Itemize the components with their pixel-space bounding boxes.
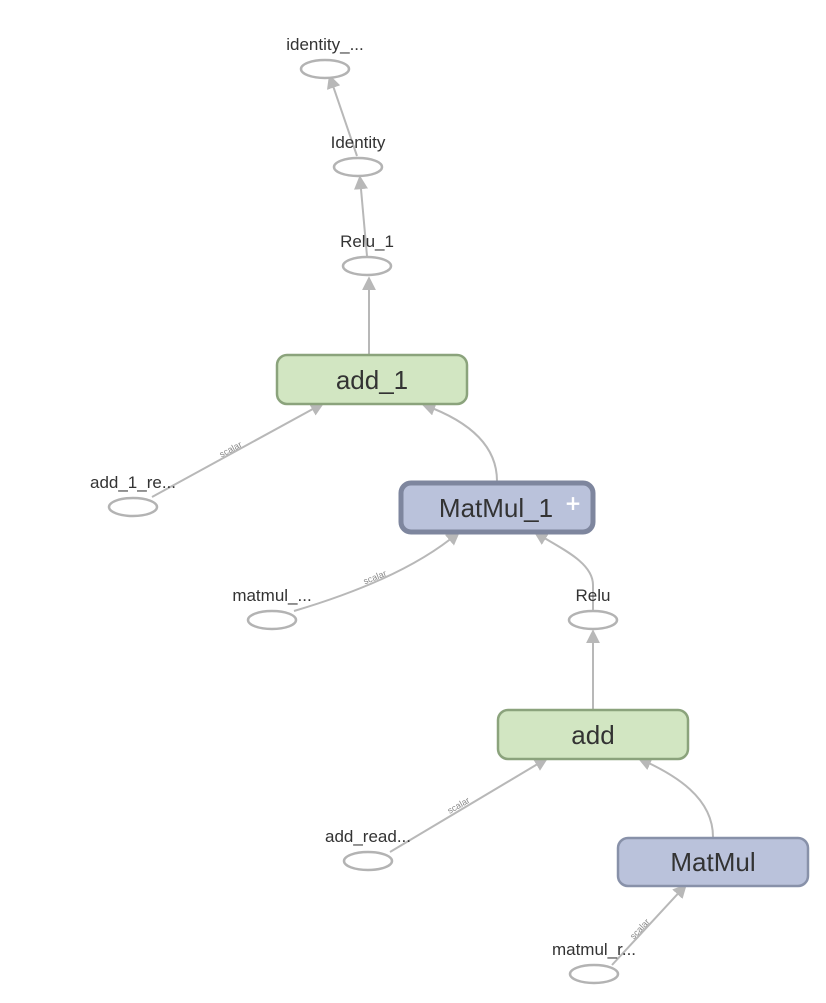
- node-label-matmul-1: MatMul_1: [439, 493, 553, 523]
- node-label-add-read: add_read...: [325, 827, 411, 846]
- node-matmul-r[interactable]: matmul_r...: [552, 940, 636, 985]
- node-add-1[interactable]: add_1: [275, 353, 469, 406]
- node-matmul-1[interactable]: MatMul_1 +: [398, 480, 596, 535]
- node-relu-1[interactable]: Relu_1: [340, 232, 394, 277]
- node-add-1-read[interactable]: add_1_re...: [90, 473, 176, 518]
- node-add[interactable]: add: [496, 708, 690, 761]
- edge-matmul-1-to-add-1: [421, 402, 498, 482]
- node-label-identity-out: identity_...: [286, 35, 364, 54]
- node-label-add-1: add_1: [336, 365, 408, 395]
- node-label-matmul-read: matmul_...: [232, 586, 311, 605]
- node-label-matmul-r: matmul_r...: [552, 940, 636, 959]
- edge-matmul-to-add: [637, 757, 714, 838]
- edge-identity-to-identity-out: [326, 74, 358, 157]
- node-add-read[interactable]: add_read...: [325, 827, 411, 872]
- expand-plus-icon[interactable]: +: [565, 491, 582, 515]
- edge-matmul-read-to-matmul-1: [293, 531, 461, 612]
- edge-add-1-read-to-add-1: [151, 402, 325, 498]
- node-label-matmul: MatMul: [670, 847, 755, 877]
- node-identity-out[interactable]: identity_...: [286, 35, 364, 80]
- node-matmul-read[interactable]: matmul_...: [232, 586, 312, 631]
- edge-add-read-to-add: [389, 757, 549, 853]
- edge-label-matmul-read: scalar: [362, 568, 388, 586]
- edges: [151, 74, 714, 966]
- edge-relu-1-to-identity: [354, 175, 368, 257]
- edge-label-add-1-read: scalar: [218, 439, 244, 459]
- node-label-add-1-read: add_1_re...: [90, 473, 176, 492]
- edge-label-add-read: scalar: [446, 795, 472, 816]
- edge-matmul-r-to-matmul: [611, 883, 687, 966]
- edge-relu-to-matmul-1: [533, 531, 594, 610]
- node-label-relu: Relu: [576, 586, 611, 605]
- node-label-relu-1: Relu_1: [340, 232, 394, 251]
- node-relu[interactable]: Relu: [567, 586, 619, 631]
- node-label-identity: Identity: [331, 133, 386, 152]
- node-label-add: add: [571, 720, 614, 750]
- edge-label-matmul-r: scalar: [628, 917, 652, 941]
- node-matmul[interactable]: MatMul: [616, 836, 810, 888]
- node-identity[interactable]: Identity: [331, 133, 386, 178]
